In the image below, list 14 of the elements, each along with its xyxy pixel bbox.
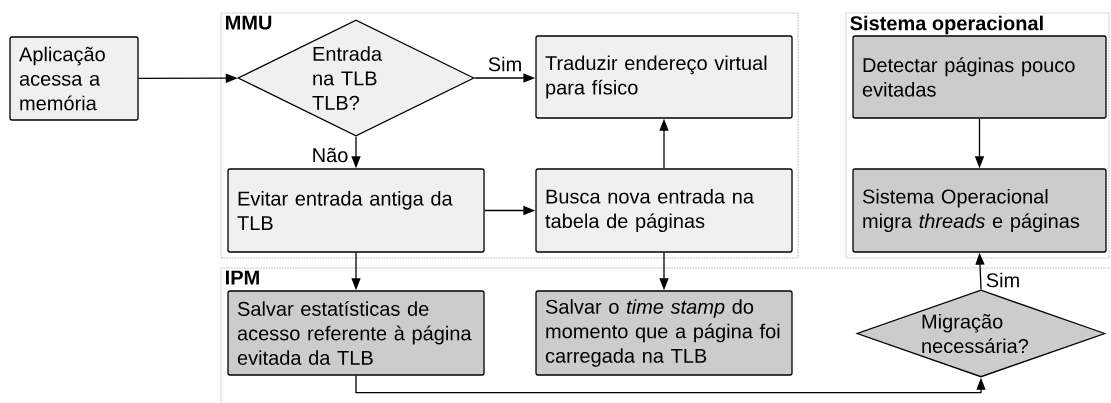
edge-label: Sim <box>984 271 1022 289</box>
process-box: Sistema Operacional migra threads e páginas <box>852 168 1107 253</box>
process-box: Salvar estatísticas de acesso referente à página evitada da TLB <box>227 290 485 376</box>
process-box: Busca nova entrada na tabela de páginas <box>535 168 793 253</box>
process-box: Salvar o time stamp do momento que a página foi carregada na TLB <box>535 290 793 376</box>
process-box: Traduzir endereço virtual para físico <box>535 35 793 119</box>
edge-label: Sim <box>486 55 524 73</box>
process-box: Evitar entrada antiga da TLB <box>227 168 485 253</box>
frame-title: IPM <box>226 270 259 285</box>
arrow <box>355 375 986 394</box>
process-box: Aplicação acessa a memória <box>9 36 139 121</box>
frame-title: Sistema operacional <box>850 15 1043 35</box>
process-box: Detectar páginas pouco evitadas <box>852 35 1107 119</box>
edge-label: Não <box>310 146 350 164</box>
